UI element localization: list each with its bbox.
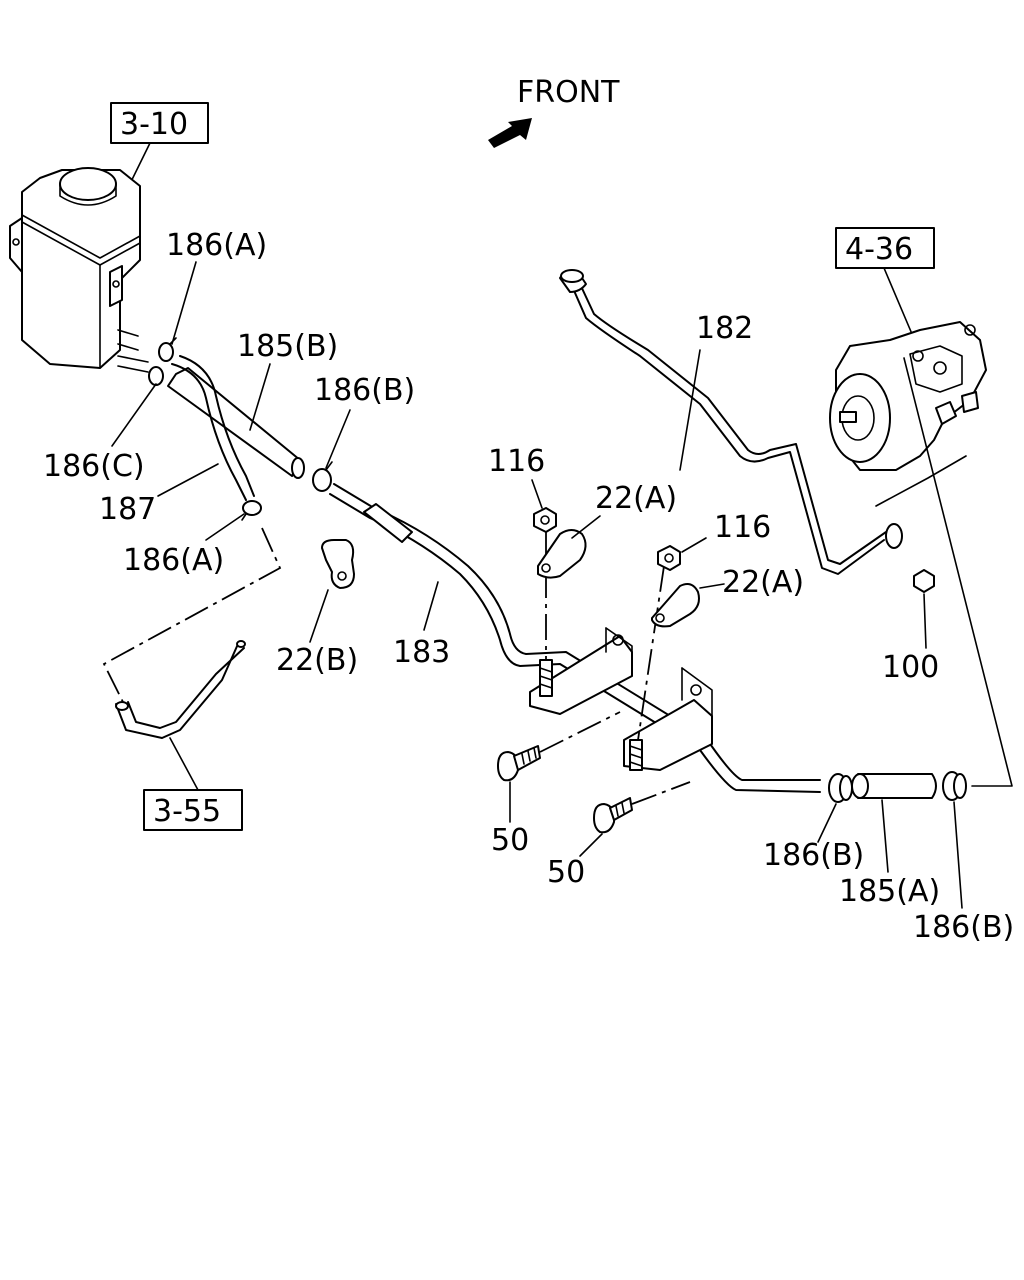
clamp-pipe-182-end[interactable] <box>885 523 903 549</box>
ref-label-3-10: 3-10 <box>120 107 188 142</box>
ref-label-3-55: 3-55 <box>153 794 221 829</box>
bolt-stud-right[interactable] <box>629 739 643 771</box>
pipe-183[interactable] <box>329 483 821 793</box>
callout-183: 183 <box>393 635 450 670</box>
callout-186b-top: 186(B) <box>314 373 415 408</box>
clamp-186c[interactable] <box>148 366 164 386</box>
callout-186b-end: 186(B) <box>913 910 1014 945</box>
power-steering-pump[interactable] <box>829 321 987 471</box>
leader-100 <box>923 593 927 649</box>
reservoir-tank[interactable] <box>9 167 149 373</box>
bolt-50-right[interactable] <box>593 797 633 834</box>
clamp-22b[interactable] <box>321 539 355 589</box>
callout-185a: 185(A) <box>839 874 940 909</box>
connect-line-3-55 <box>102 527 282 705</box>
pipe-3-55[interactable] <box>115 640 246 739</box>
leader-186b-top <box>325 409 351 469</box>
callout-100: 100 <box>882 650 939 685</box>
hose-187[interactable] <box>171 355 255 501</box>
ref-box-4-36[interactable]: 4-36 <box>835 227 935 269</box>
front-arrow-icon <box>488 118 532 148</box>
leader-186a-lower <box>205 513 245 541</box>
callout-50-b: 50 <box>547 855 585 890</box>
callout-186c: 186(C) <box>43 449 145 484</box>
pipe-182[interactable] <box>559 269 887 575</box>
leader-116-left <box>531 479 543 509</box>
callout-22a-right: 22(A) <box>722 565 804 600</box>
leader-22a-right <box>699 583 725 589</box>
leader-100-pump <box>875 455 967 507</box>
ref-label-4-36: 4-36 <box>845 232 913 267</box>
clamp-186a-top[interactable] <box>158 337 177 362</box>
leader-186b-bottom <box>817 803 837 843</box>
axis-bolt-left <box>539 711 621 753</box>
bolt-50-left[interactable] <box>497 745 541 782</box>
leader-182 <box>679 349 701 471</box>
clamp-22a-left[interactable] <box>537 529 587 579</box>
leader-186a-top <box>171 261 197 345</box>
axis-bolt-right <box>631 781 691 805</box>
leader-22b <box>309 589 329 643</box>
hose-185a[interactable] <box>851 773 937 799</box>
ref-box-3-10[interactable]: 3-10 <box>110 102 209 144</box>
clamp-22a-right[interactable] <box>651 583 700 628</box>
axis-stud-right <box>637 565 665 741</box>
bracket-right[interactable] <box>623 667 713 771</box>
bracket-left[interactable] <box>529 627 633 715</box>
callout-182: 182 <box>696 311 753 346</box>
callout-187: 187 <box>99 492 156 527</box>
clamp-186b-bottom[interactable] <box>828 773 853 803</box>
nut-116-right[interactable] <box>657 545 681 571</box>
hose-185b[interactable] <box>167 367 305 479</box>
leader-185b <box>249 363 271 431</box>
callout-22b: 22(B) <box>276 643 358 678</box>
leader-185a <box>881 799 889 873</box>
leader-186b-end <box>953 801 963 909</box>
callout-186a-lower: 186(A) <box>123 543 224 578</box>
callout-22a-left: 22(A) <box>595 481 677 516</box>
bolt-stud-left[interactable] <box>539 659 553 697</box>
callout-50-a: 50 <box>491 823 529 858</box>
leader-183 <box>423 581 439 631</box>
leader-pump-hose <box>903 357 1013 787</box>
clamp-186b-end[interactable] <box>942 771 967 801</box>
leader-50-b <box>579 833 603 857</box>
callout-116-left: 116 <box>488 444 545 479</box>
front-label: FRONT <box>517 75 620 110</box>
nut-116-left[interactable] <box>533 507 557 533</box>
callout-186b-bottom: 186(B) <box>763 838 864 873</box>
callout-186a-top: 186(A) <box>166 228 267 263</box>
leader-3-55 <box>169 737 199 791</box>
nut-100[interactable] <box>913 569 935 593</box>
leader-116-right <box>681 537 707 553</box>
clamp-186a-lower[interactable] <box>241 500 262 521</box>
clamp-186b-top[interactable] <box>312 461 333 492</box>
leader-4-36 <box>883 267 913 335</box>
callout-116-right: 116 <box>714 510 771 545</box>
ref-box-3-55[interactable]: 3-55 <box>143 789 243 831</box>
callout-185b: 185(B) <box>237 329 338 364</box>
leader-22a-left <box>571 515 601 539</box>
leader-186c <box>111 383 157 447</box>
leader-187 <box>157 463 219 497</box>
